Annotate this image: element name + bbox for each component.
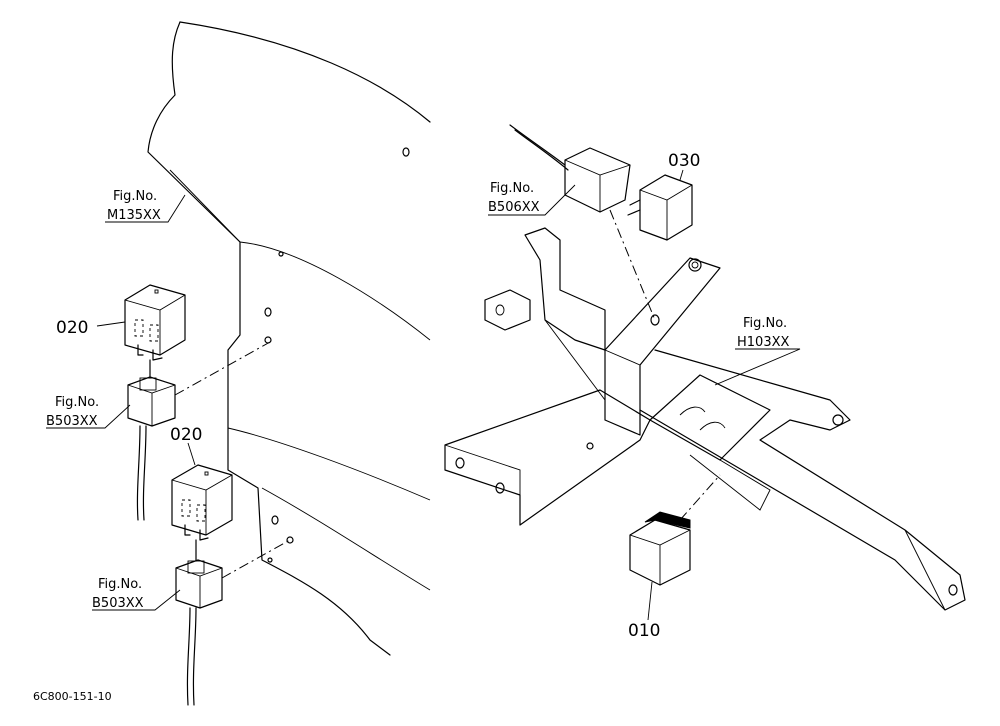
dashboard-panel	[147, 21, 431, 656]
relay-020-lower	[171, 464, 233, 541]
callout-label: Fig.No.	[113, 189, 157, 204]
callout-fig-h103: Fig.No. H103XX	[737, 316, 789, 350]
part-number-020-upper: 020	[56, 318, 88, 338]
callout-fig-b503-lower: Fig.No. B503XX	[92, 577, 144, 611]
callout-number: H103XX	[737, 335, 789, 350]
callout-label: Fig.No.	[490, 181, 534, 196]
callout-number: B506XX	[488, 200, 540, 215]
callout-number: B503XX	[92, 596, 144, 611]
switch-010	[629, 474, 721, 586]
part-number-020-lower: 020	[170, 425, 202, 445]
part-number-030: 030	[668, 151, 700, 171]
drawing-code: 6C800-151-10	[33, 690, 112, 703]
callout-number: M135XX	[107, 208, 161, 223]
callout-fig-m135: Fig.No. M135XX	[107, 189, 161, 223]
leader-lines	[46, 169, 801, 621]
callout-number: B503XX	[46, 414, 98, 429]
socket-lower	[175, 539, 291, 706]
callout-label: Fig.No.	[55, 395, 99, 410]
bracket-assembly	[444, 227, 966, 611]
connector-b506	[509, 124, 656, 321]
callout-label: Fig.No.	[743, 316, 787, 331]
part-number-010: 010	[628, 621, 660, 641]
socket-upper	[127, 341, 271, 521]
relay-030	[627, 174, 693, 241]
callout-fig-b503-upper: Fig.No. B503XX	[46, 395, 99, 429]
callout-fig-b506: Fig.No. B506XX	[488, 181, 540, 215]
callout-label: Fig.No.	[98, 577, 142, 592]
relay-020-upper	[124, 284, 186, 361]
